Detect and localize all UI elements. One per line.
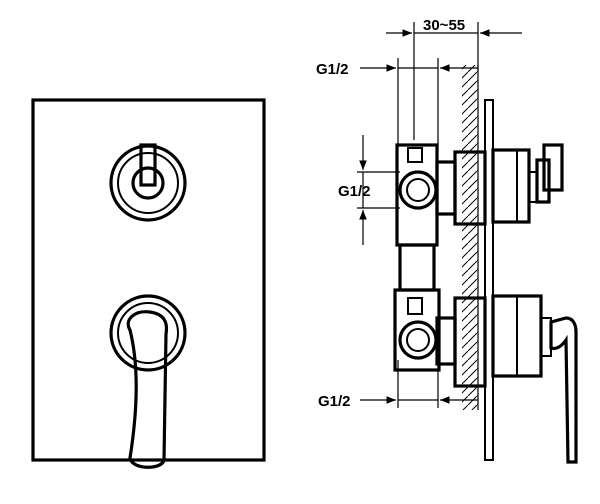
diverter-cartridge	[435, 143, 564, 226]
inlet-port-bottom	[398, 320, 438, 360]
dimension-thread-middle: G1/2	[338, 135, 400, 245]
cover-plate	[31, 98, 266, 462]
depth-range-label: 30~55	[423, 17, 465, 34]
side-view: 30~55 G1/2 G1/2 G1/2	[316, 17, 578, 464]
mixing-cartridge	[435, 294, 578, 464]
dimension-depth: 30~55	[386, 17, 522, 140]
diverter-knob-lever	[139, 143, 157, 187]
thread-top-label: G1/2	[316, 61, 349, 78]
mixing-lever	[109, 294, 187, 469]
front-view	[31, 98, 266, 469]
dimension-thread-bottom: G1/2	[318, 360, 478, 410]
mixing-lever-side	[549, 316, 578, 464]
dimension-thread-top: G1/2	[316, 58, 478, 150]
thread-middle-label: G1/2	[338, 183, 371, 200]
inlet-port-top	[398, 170, 438, 210]
thread-bottom-label: G1/2	[318, 393, 351, 410]
mixing-lever-handle	[126, 310, 169, 469]
diverter-knob	[109, 143, 187, 222]
valve-body	[393, 143, 441, 372]
wall-hatching	[462, 65, 478, 410]
cover-plate-section	[484, 99, 494, 461]
